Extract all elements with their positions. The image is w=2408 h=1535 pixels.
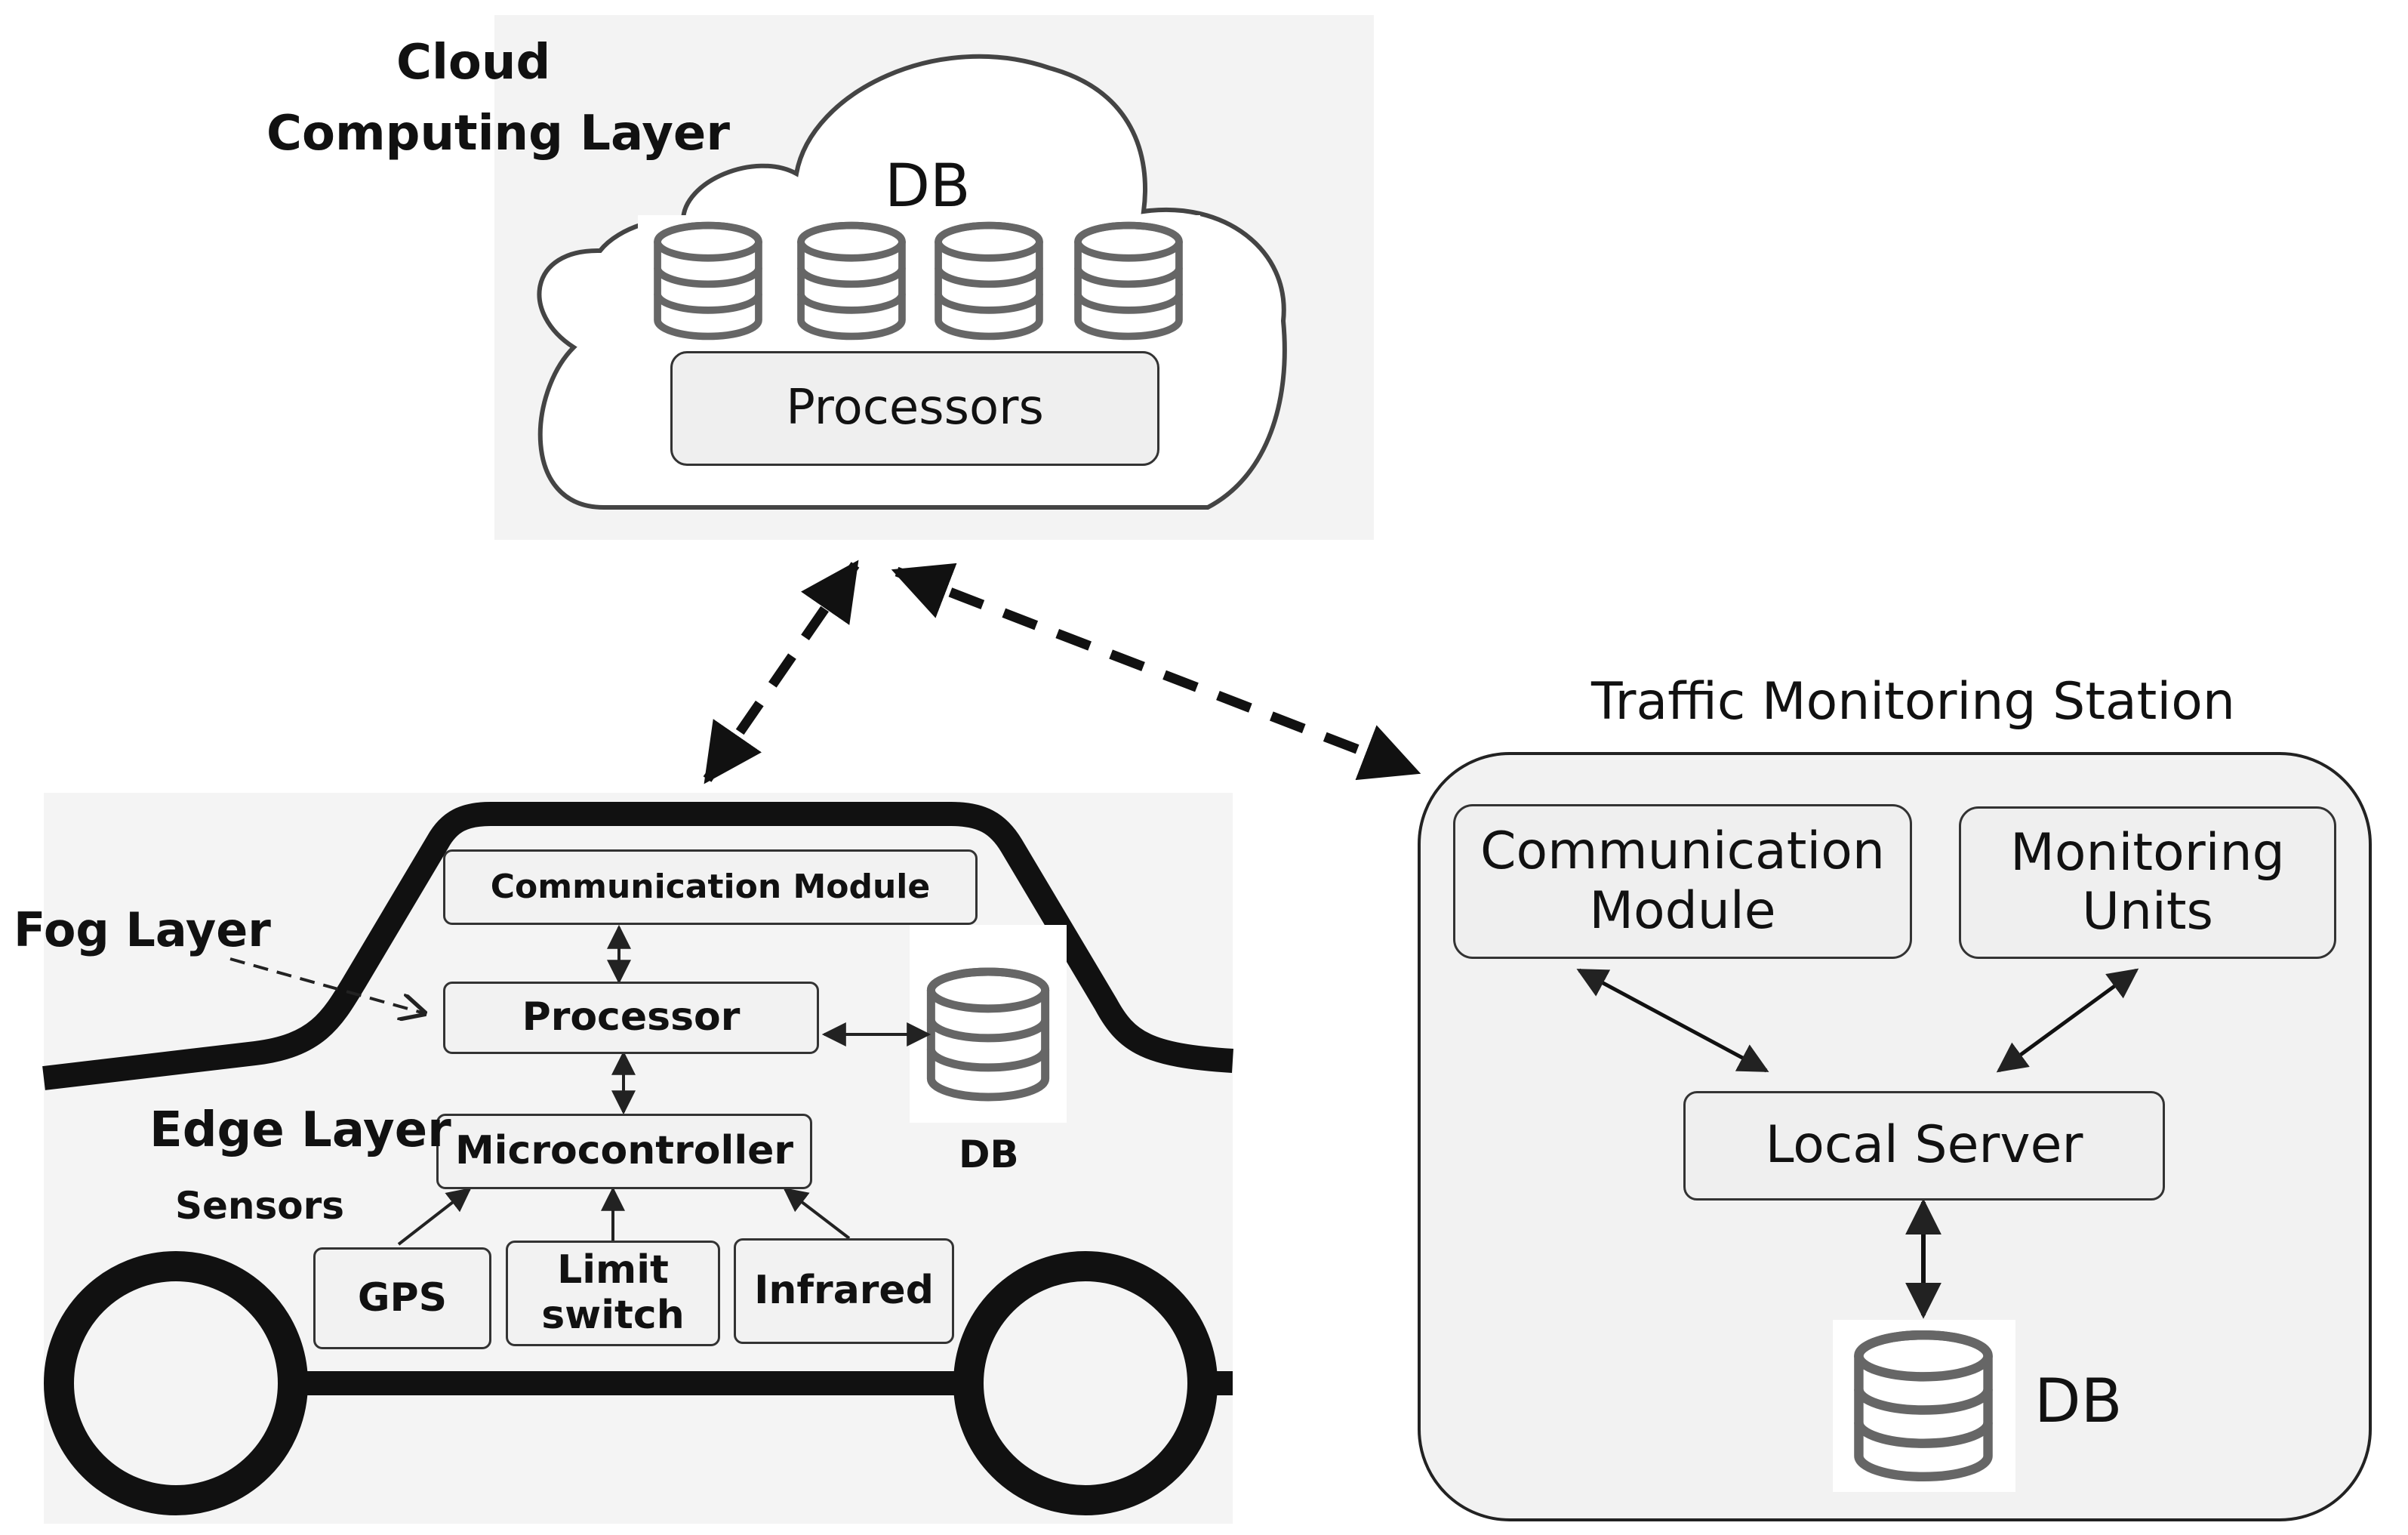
fog-layer-label: Fog Layer [14, 902, 271, 957]
sensors-label: Sensors [175, 1184, 345, 1228]
processor-label: Processor [522, 994, 741, 1040]
database-icon [657, 226, 759, 337]
rear-wheel-icon [44, 1251, 308, 1515]
microcontroller-label: Microcontroller [454, 1128, 794, 1174]
local-server-box: Local Server [1683, 1091, 2165, 1201]
arrow-comm-localserver [1576, 968, 1769, 1073]
arrow-monitoring-localserver [1996, 968, 2139, 1073]
car-outline-icon [42, 802, 1233, 1090]
cloud-title-line1: Cloud [396, 35, 551, 91]
database-icon [1858, 1335, 1988, 1477]
vehicle-communication-module-label: Communication Module [490, 867, 931, 906]
microcontroller-box: Microcontroller [436, 1114, 812, 1189]
sensor-infrared-box: Infrared [734, 1238, 954, 1344]
link-cloud-station [891, 563, 1421, 781]
station-communication-module-line2: Module [1589, 880, 1776, 941]
database-icon [938, 226, 1039, 337]
monitoring-units-line2: Units [2082, 882, 2213, 942]
front-wheel-icon [953, 1251, 1218, 1515]
cloud-title-line2: Computing Layer [266, 106, 730, 162]
sensor-limit-switch-box: Limit switch [506, 1241, 720, 1346]
arrow-infrared-micro [783, 1188, 851, 1240]
station-db-label: DB [2034, 1366, 2123, 1436]
local-server-label: Local Server [1765, 1115, 2083, 1176]
database-icon [931, 972, 1045, 1097]
vehicle-db-label: DB [959, 1133, 1019, 1176]
database-icon [1078, 226, 1179, 337]
sensor-gps-box: GPS [313, 1247, 491, 1349]
fog-layer-pointer [229, 957, 424, 1013]
sensor-limit-switch-line2: switch [541, 1293, 685, 1338]
station-communication-module-line1: Communication [1480, 821, 1885, 882]
monitoring-units-line1: Monitoring [2010, 822, 2285, 883]
arrow-gps-micro [397, 1188, 472, 1246]
sensor-infrared-label: Infrared [754, 1268, 934, 1314]
station-title: Traffic Monitoring Station [1591, 672, 2235, 732]
station-communication-module-box: Communication Module [1453, 804, 1912, 959]
sensor-gps-label: GPS [357, 1275, 448, 1321]
processors-label: Processors [786, 380, 1044, 436]
database-icon [801, 226, 902, 337]
sensor-limit-switch-line1: Limit [557, 1247, 669, 1293]
cloud-db-label: DB [885, 153, 971, 220]
link-cloud-vehicle [703, 559, 860, 784]
monitoring-units-box: Monitoring Units [1959, 806, 2336, 959]
vehicle-communication-module-box: Communication Module [443, 849, 978, 925]
processor-box: Processor [443, 982, 819, 1054]
processors-box: Processors [670, 351, 1159, 466]
edge-layer-label: Edge Layer [149, 1102, 451, 1158]
